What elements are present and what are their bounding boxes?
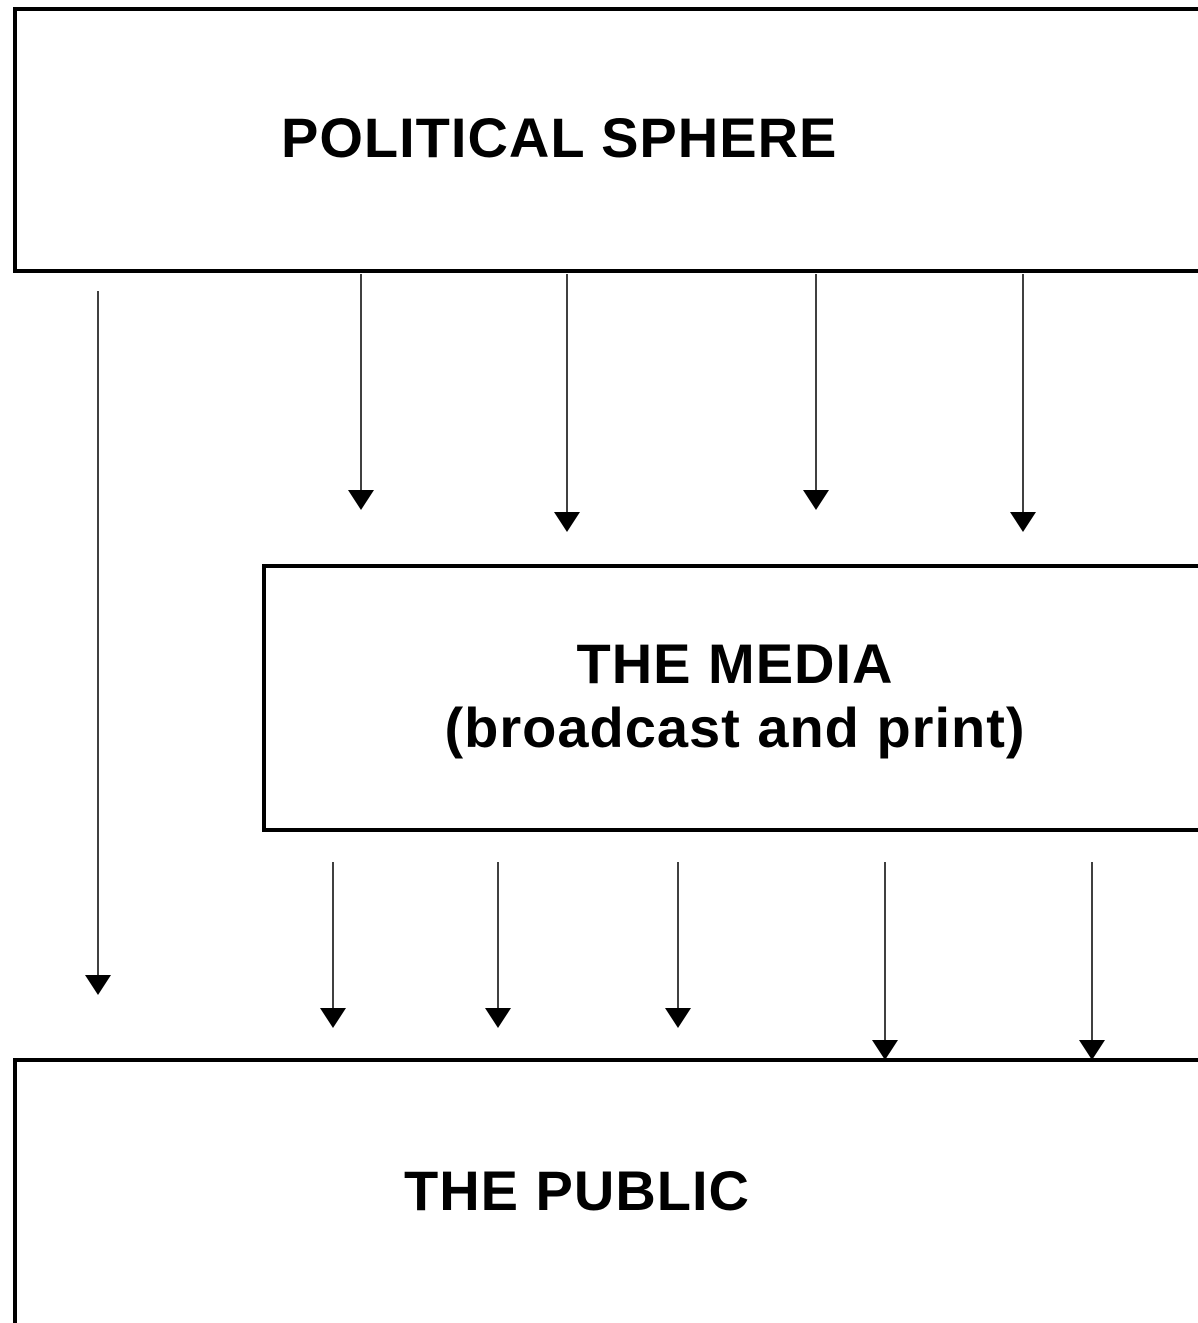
public-label: THE PUBLIC [404, 1159, 750, 1222]
media-label-subtitle: (broadcast and print) [444, 696, 1026, 759]
political-sphere-label: POLITICAL SPHERE [281, 106, 838, 169]
political-sphere-box [13, 7, 1198, 273]
media-label: THE MEDIA (broadcast and print) [390, 632, 1080, 760]
public-box [13, 1058, 1198, 1323]
media-label-title: THE MEDIA [576, 632, 894, 695]
media-box [262, 564, 1198, 832]
